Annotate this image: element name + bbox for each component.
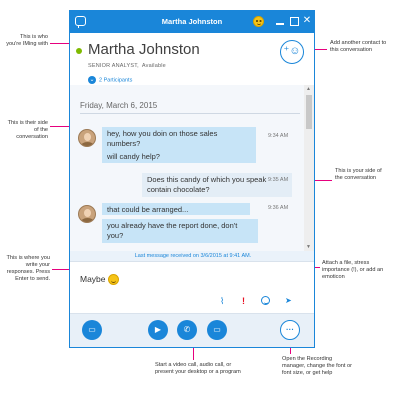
message-text: numbers?	[107, 139, 141, 148]
im-button[interactable]: ▭	[82, 320, 102, 340]
minimize-button[interactable]	[274, 15, 286, 27]
title-bar[interactable]: Martha Johnston ✕	[70, 11, 314, 33]
message-text: contain chocolate?	[147, 185, 210, 194]
note-write: This is where you write your responses. …	[6, 255, 50, 282]
conversation-date: Friday, March 6, 2015	[80, 101, 158, 110]
send-icon[interactable]: ➤	[285, 296, 292, 305]
history-scrollbar[interactable]: ▲ ▼	[304, 85, 314, 251]
scroll-down-icon[interactable]: ▼	[306, 244, 311, 250]
message-bubble-mine: Does this candy of which you speak conta…	[142, 173, 292, 197]
message-time: 9:36 AM	[268, 205, 289, 211]
participants-link[interactable]: ⌄2 Participants	[88, 76, 132, 84]
call-toolbar: ▭ ▶ ✆ ▭ ···	[70, 313, 314, 347]
paperclip-icon[interactable]: ⌇	[220, 296, 225, 306]
contact-avatar	[78, 129, 96, 147]
smiley-emoji-icon	[108, 274, 119, 285]
close-button[interactable]: ✕	[302, 15, 312, 26]
note-more: Open the Recording manager, change the f…	[282, 356, 352, 376]
message-time: 9:35 AM	[268, 177, 289, 183]
contact-header: Martha Johnston SENIOR ANALYST,Available…	[70, 33, 314, 85]
message-text: that could be arranged...	[107, 205, 189, 214]
window-title: Martha Johnston	[161, 17, 223, 26]
message-bubble-their: that could be arranged...	[102, 203, 250, 215]
conversation-window: Martha Johnston ✕ Martha Johnston SENIOR…	[69, 10, 315, 348]
date-divider	[80, 113, 300, 114]
callout-line-their	[50, 126, 78, 127]
participants-icon: ⌄	[88, 76, 96, 84]
message-bubble-their: you already have the report done, don't …	[102, 219, 258, 243]
maximize-button[interactable]	[288, 15, 300, 27]
chat-bubble-icon: ▭	[88, 325, 96, 334]
present-button[interactable]: ▭	[207, 320, 227, 340]
contact-availability: Available	[141, 63, 166, 69]
contact-job-title: SENIOR ANALYST,	[88, 63, 139, 69]
contact-name[interactable]: Martha Johnston	[88, 41, 200, 58]
contact-title: SENIOR ANALYST,Available	[88, 63, 166, 69]
note-attach: Attach a file, stress importance (!), or…	[322, 260, 384, 280]
add-person-icon: ⁺☺	[283, 45, 301, 57]
emoji-icon[interactable]	[253, 16, 264, 27]
chat-bubble-icon	[75, 16, 86, 28]
note-start-call: Start a video call, audio call, or prese…	[155, 362, 241, 375]
message-text: you already have the report done, don't	[107, 221, 238, 230]
message-bubble-their: hey, how you doin on those sales numbers…	[102, 127, 256, 163]
compose-area[interactable]: Maybe ⌇ ! ➤	[70, 261, 314, 313]
monitor-icon: ▭	[213, 325, 221, 334]
callout-line-who	[50, 43, 74, 44]
add-participant-button[interactable]: ⁺☺	[280, 40, 304, 64]
message-text: Does this candy of which you speak	[147, 175, 267, 184]
importance-button[interactable]: !	[242, 296, 245, 306]
contact-avatar	[78, 205, 96, 223]
message-text: will candy help?	[107, 152, 160, 161]
presence-indicator	[76, 48, 82, 54]
scroll-thumb[interactable]	[306, 95, 312, 129]
participants-label: 2 Participants	[99, 77, 133, 84]
audio-call-button[interactable]: ✆	[177, 320, 197, 340]
message-input-text[interactable]: Maybe	[80, 274, 106, 284]
message-text: hey, how you doin on those sales	[107, 129, 218, 138]
last-message-status: Last message received on 3/6/2015 at 9:4…	[70, 251, 314, 261]
message-time: 9:34 AM	[268, 133, 289, 139]
message-text: you?	[107, 231, 124, 240]
callout-line-add	[305, 49, 327, 50]
note-their-side: This is their side of the conversation	[7, 120, 48, 140]
video-camera-icon: ▶	[154, 325, 162, 334]
ellipsis-icon: ···	[286, 325, 294, 334]
video-call-button[interactable]: ▶	[148, 320, 168, 340]
phone-icon: ✆	[183, 325, 191, 334]
conversation-history: Friday, March 6, 2015 hey, how you doin …	[70, 85, 304, 251]
note-your-side: This is your side of the conversation	[335, 168, 382, 181]
note-who: This is who you're IMing with	[6, 34, 48, 47]
scroll-up-icon[interactable]: ▲	[306, 86, 311, 92]
note-add-contact: Add another contact to this conversation	[330, 40, 387, 53]
emoticon-button[interactable]	[261, 296, 270, 305]
more-options-button[interactable]: ···	[280, 320, 300, 340]
callout-line-call-v	[193, 344, 194, 360]
callout-line-write	[52, 269, 76, 270]
